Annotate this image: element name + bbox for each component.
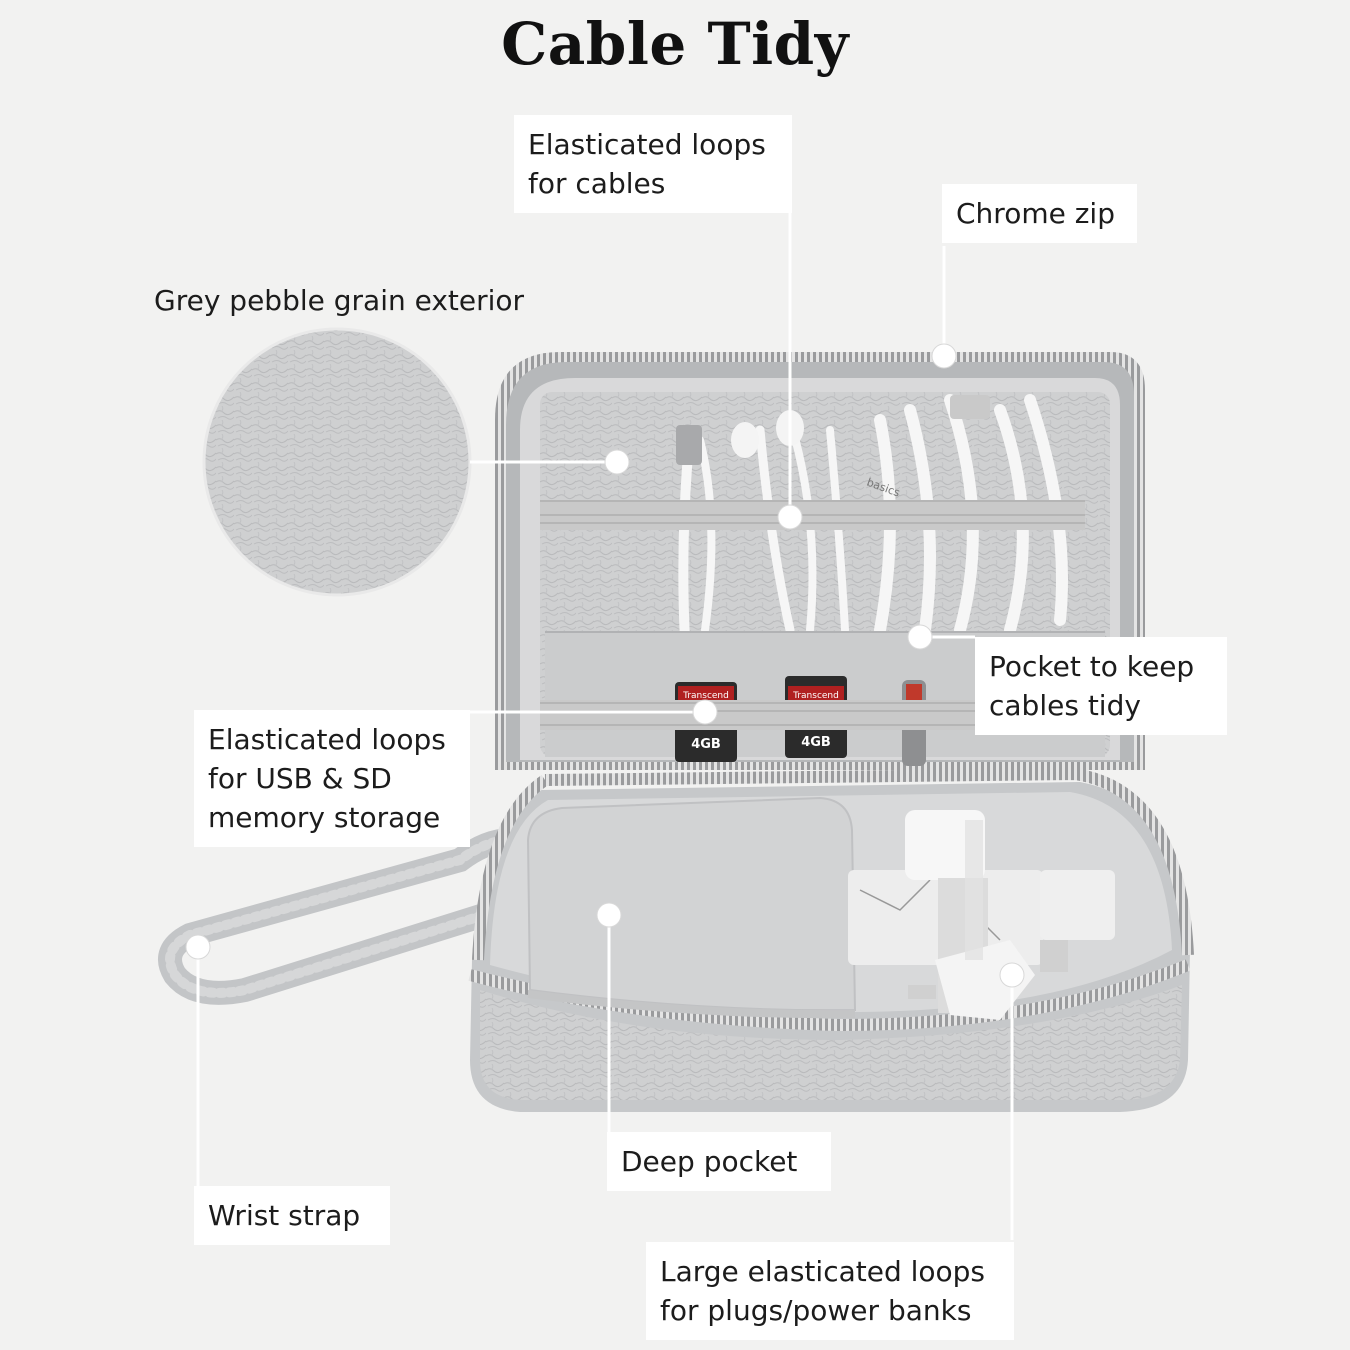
callout-pocket-cables: Pocket to keep cables tidy: [975, 637, 1227, 735]
sd-card-1-brand: Transcend: [682, 691, 729, 701]
callout-pocket-cables-line-1: Pocket to keep: [989, 650, 1195, 683]
callout-pocket-cables-line-2: cables tidy: [989, 689, 1141, 722]
pebble-grain-swatch: [202, 327, 472, 597]
dot-deep-pocket: [596, 902, 622, 928]
callout-elastic-usb-sd-line-2: for USB & SD: [208, 762, 392, 795]
callout-deep-pocket: Deep pocket: [607, 1132, 831, 1191]
elastic-strap-upper: [540, 500, 1085, 530]
leader-lines: [196, 210, 1014, 1240]
callout-deep-pocket-text: Deep pocket: [621, 1145, 798, 1178]
sd-card-1-capacity: 4GB: [691, 737, 721, 752]
dot-pebble: [604, 449, 630, 475]
callout-grey-pebble: Grey pebble grain exterior: [154, 284, 524, 317]
callout-chrome-zip: Chrome zip: [942, 184, 1137, 243]
callout-dots: [185, 343, 1025, 988]
callout-wrist-strap-text: Wrist strap: [208, 1199, 361, 1232]
dot-large-loops: [999, 962, 1025, 988]
callout-chrome-zip-text: Chrome zip: [956, 197, 1115, 230]
callout-elastic-cables-line-1: Elasticated loops: [528, 128, 766, 161]
callout-elastic-cables-line-2: for cables: [528, 167, 666, 200]
callout-elastic-usb-sd: Elasticated loops for USB & SD memory st…: [194, 710, 470, 847]
dot-chrome-zip: [931, 343, 957, 369]
sd-card-2-capacity: 4GB: [801, 735, 831, 750]
dot-elastic-cables: [777, 504, 803, 530]
callout-elastic-usb-sd-line-1: Elasticated loops: [208, 723, 446, 756]
dot-wrist-strap: [185, 934, 211, 960]
callout-large-loops-line-1: Large elasticated loops: [660, 1255, 986, 1288]
chargers: [848, 810, 1115, 1020]
deep-pocket: [526, 796, 857, 1019]
callout-wrist-strap: Wrist strap: [194, 1186, 390, 1245]
page-title: Cable Tidy: [501, 10, 849, 78]
sd-card-2-brand: Transcend: [792, 691, 839, 701]
dot-pocket-cables: [907, 624, 933, 650]
callout-large-loops-line-2: for plugs/power banks: [660, 1294, 972, 1327]
dot-usb-sd: [692, 699, 718, 725]
callout-elastic-cables: Elasticated loops for cables: [514, 115, 792, 213]
callout-grey-pebble-text: Grey pebble grain exterior: [154, 284, 525, 317]
callout-large-loops: Large elasticated loops for plugs/power …: [646, 1242, 1014, 1340]
callout-elastic-usb-sd-line-3: memory storage: [208, 801, 441, 834]
